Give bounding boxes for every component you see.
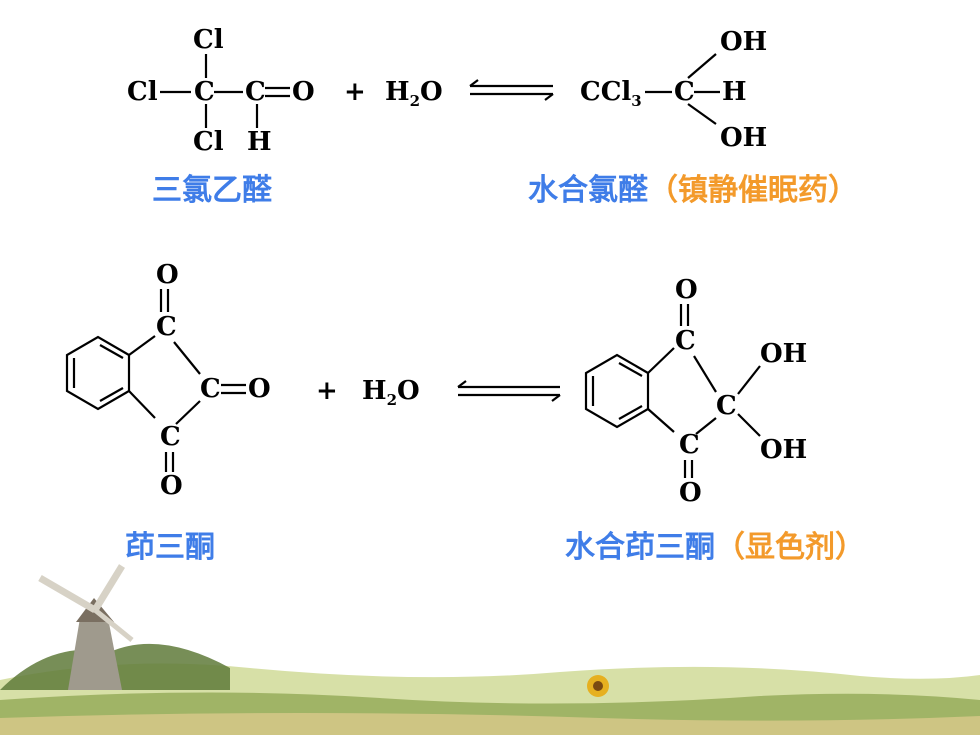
benzene-ring	[65, 335, 131, 411]
chloral-hydrate-structure: CCl3 C H OH OH	[580, 27, 767, 153]
label-triketone: 茚三酮	[125, 530, 215, 565]
ninhydrin-triketone-structure: O C C O C O	[65, 260, 271, 501]
water-subscript: 2	[387, 391, 397, 409]
group-oh-bottom: OH	[720, 123, 767, 153]
atom-o: O	[292, 77, 315, 107]
atom-c: C	[674, 77, 695, 107]
atom-h: H	[722, 77, 747, 107]
water-formula: H2O	[385, 77, 443, 110]
water-h: H	[385, 77, 410, 107]
group-oh-bottom: OH	[760, 435, 807, 465]
atom-o-top: O	[156, 260, 179, 290]
atom-o-bottom: O	[160, 471, 183, 501]
bond	[687, 103, 717, 125]
group-oh-top: OH	[720, 27, 767, 57]
benzene-ring	[584, 353, 650, 429]
svg-text:H2O: H2O	[385, 77, 443, 110]
windmill-icon	[38, 564, 134, 690]
water-formula: H2O	[362, 376, 420, 409]
water-h: H	[362, 376, 387, 406]
atom-o-bottom: O	[679, 478, 702, 508]
svg-text:H2O: H2O	[362, 376, 420, 409]
landscape-decoration	[0, 564, 980, 735]
chloral-structure: Cl Cl C C O Cl H	[127, 25, 315, 157]
label-ninhydrin: 水合茚三酮	[565, 530, 715, 565]
atom-cl-left: Cl	[127, 77, 158, 107]
atom-c-bottom: C	[679, 430, 700, 460]
atom-cl-top: Cl	[193, 25, 224, 55]
water-o: O	[397, 376, 420, 406]
ninhydrin-structure: O C C OH OH C O	[584, 275, 807, 508]
label-chloral: 三氯乙醛	[152, 173, 273, 208]
equilibrium-arrow	[469, 79, 554, 101]
atom-c-bottom: C	[160, 422, 181, 452]
atom-c-top: C	[156, 312, 177, 342]
label-chloral-hydrate-line: 水合氯醛（镇静催眠药）	[528, 173, 858, 208]
atom-c-aldehyde: C	[245, 77, 266, 107]
plus-sign: +	[316, 376, 338, 406]
atom-o-top: O	[675, 275, 698, 305]
bond	[687, 53, 717, 79]
atom-c-mid: C	[716, 391, 737, 421]
atom-c-center: C	[194, 77, 215, 107]
sunflower-icon	[587, 675, 609, 697]
note-color-reagent: （显色剂）	[715, 530, 865, 565]
group-ccl3: CCl3	[580, 77, 642, 110]
equilibrium-arrow	[457, 380, 561, 402]
atom-c-top: C	[675, 326, 696, 356]
note-sedative: （镇静催眠药）	[648, 173, 858, 208]
atom-c-mid: C	[200, 374, 221, 404]
label-chloral-hydrate: 水合氯醛	[528, 173, 649, 208]
water-subscript: 2	[410, 92, 420, 110]
plus-sign: +	[344, 77, 366, 107]
label-ninhydrin-line: 水合茚三酮（显色剂）	[565, 530, 865, 565]
atom-o-mid: O	[248, 374, 271, 404]
atom-h: H	[247, 127, 272, 157]
atom-cl-bottom: Cl	[193, 127, 224, 157]
water-o: O	[420, 77, 443, 107]
group-oh-top: OH	[760, 339, 807, 369]
